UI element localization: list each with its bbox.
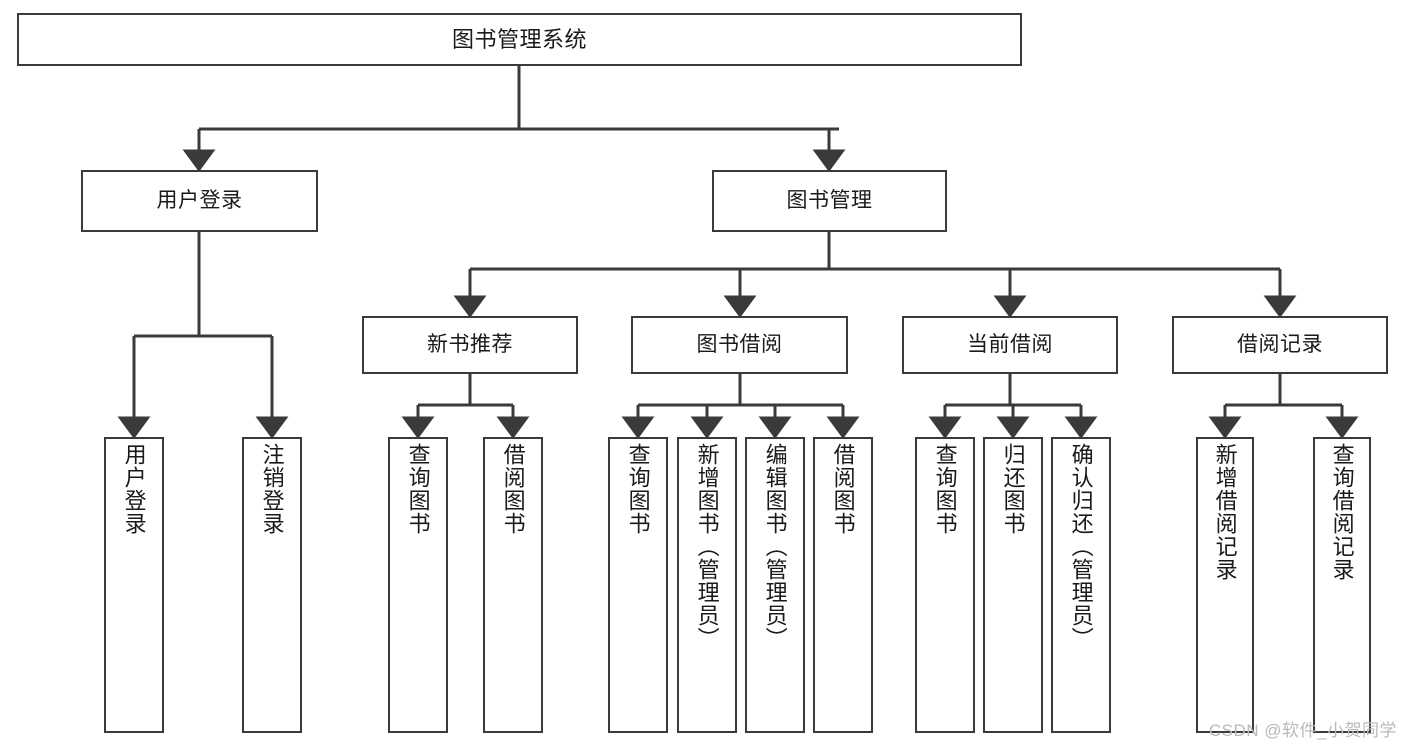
node-label: 图书管理 [786,188,873,212]
node-label: 新增借阅记录 [1212,443,1238,581]
node-leaf-query-book-current[interactable]: 查询图书 [915,437,975,733]
node-label: 确认归还（管理员） [1068,443,1094,650]
node-label: 图书借阅 [696,332,783,356]
node-user-login[interactable]: 用户登录 [81,170,318,232]
node-leaf-query-book-borrow[interactable]: 查询图书 [608,437,668,733]
node-label: 编辑图书（管理员） [762,443,788,650]
node-leaf-borrow-book-recommend[interactable]: 借阅图书 [483,437,543,733]
node-root-book-management-system[interactable]: 图书管理系统 [17,13,1022,66]
node-book-management[interactable]: 图书管理 [712,170,947,232]
node-label: 查询借阅记录 [1329,443,1355,581]
node-leaf-edit-book-admin[interactable]: 编辑图书（管理员） [745,437,805,733]
node-leaf-add-borrow-record[interactable]: 新增借阅记录 [1196,437,1254,733]
node-borrow-record[interactable]: 借阅记录 [1172,316,1388,374]
node-label: 用户登录 [121,443,147,535]
node-leaf-confirm-return-admin[interactable]: 确认归还（管理员） [1051,437,1111,733]
node-label: 归还图书 [1000,443,1026,535]
csdn-watermark: CSDN @软件_小贺同学 [1208,721,1397,740]
node-leaf-add-book-admin[interactable]: 新增图书（管理员） [677,437,737,733]
node-label: 当前借阅 [967,332,1053,356]
node-label: 用户登录 [156,188,243,212]
node-label: 新增图书（管理员） [694,443,720,650]
node-book-borrow[interactable]: 图书借阅 [631,316,848,374]
node-leaf-return-book[interactable]: 归还图书 [983,437,1043,733]
node-new-book-recommend[interactable]: 新书推荐 [362,316,578,374]
node-label: 借阅图书 [500,443,526,535]
node-label: 查询图书 [405,443,431,535]
node-label: 查询图书 [625,443,651,535]
node-leaf-query-book-recommend[interactable]: 查询图书 [388,437,448,733]
node-label: 注销登录 [259,443,285,535]
node-label: 借阅记录 [1237,332,1323,356]
node-label: 查询图书 [932,443,958,535]
node-label: 图书管理系统 [451,26,587,52]
node-leaf-user-login[interactable]: 用户登录 [104,437,164,733]
node-current-borrow[interactable]: 当前借阅 [902,316,1118,374]
node-leaf-borrow-book[interactable]: 借阅图书 [813,437,873,733]
node-leaf-logout-login[interactable]: 注销登录 [242,437,302,733]
node-leaf-query-borrow-record[interactable]: 查询借阅记录 [1313,437,1371,733]
node-label: 借阅图书 [830,443,856,535]
node-label: 新书推荐 [427,332,513,356]
